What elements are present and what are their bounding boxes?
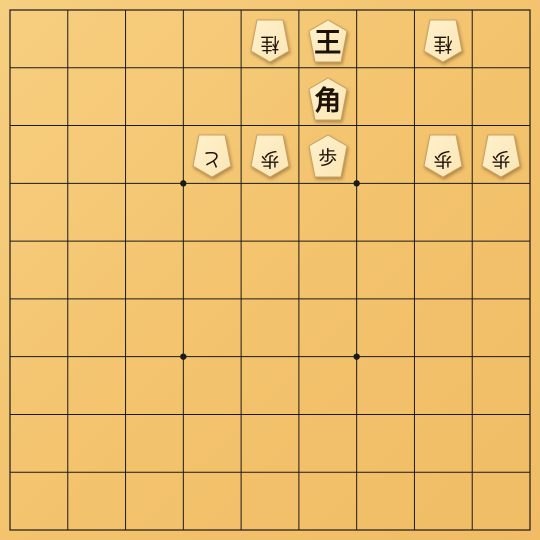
piece-label: 歩	[433, 148, 453, 171]
piece-bishop[interactable]: 角	[305, 76, 351, 122]
hoshi-point	[353, 180, 360, 187]
piece-label: 王	[314, 27, 342, 59]
piece-gote-tokin[interactable]: と	[189, 133, 235, 179]
piece-shape-icon	[423, 134, 463, 179]
piece-gote-pawn-3[interactable]: 歩	[478, 133, 524, 179]
piece-sente-pawn[interactable]: 歩	[305, 133, 351, 179]
piece-gote-knight-left[interactable]: 桂	[247, 18, 293, 64]
piece-gote-pawn-1[interactable]: 歩	[247, 133, 293, 179]
piece-label: 歩	[318, 147, 338, 170]
piece-label: 角	[314, 85, 342, 117]
piece-king[interactable]: 王	[305, 18, 351, 64]
piece-label: 桂	[260, 32, 280, 55]
piece-label: 歩	[260, 148, 280, 171]
hoshi-point	[353, 353, 360, 360]
piece-label: 桂	[433, 32, 453, 55]
piece-shape-icon	[250, 19, 290, 63]
piece-shape-icon	[192, 134, 232, 179]
piece-shape-icon	[481, 134, 521, 179]
piece-shape-icon	[308, 134, 348, 178]
hoshi-point	[180, 353, 187, 360]
piece-label: 歩	[491, 148, 511, 171]
hoshi-point	[180, 180, 187, 187]
piece-shape-icon	[423, 19, 463, 63]
piece-shape-icon	[250, 134, 290, 179]
piece-gote-pawn-2[interactable]: 歩	[420, 133, 466, 179]
piece-gote-knight-right[interactable]: 桂	[420, 18, 466, 64]
piece-shape-icon	[308, 19, 348, 63]
piece-shape-icon	[308, 77, 348, 121]
piece-label: と	[202, 148, 222, 171]
board-frame	[9, 9, 531, 531]
